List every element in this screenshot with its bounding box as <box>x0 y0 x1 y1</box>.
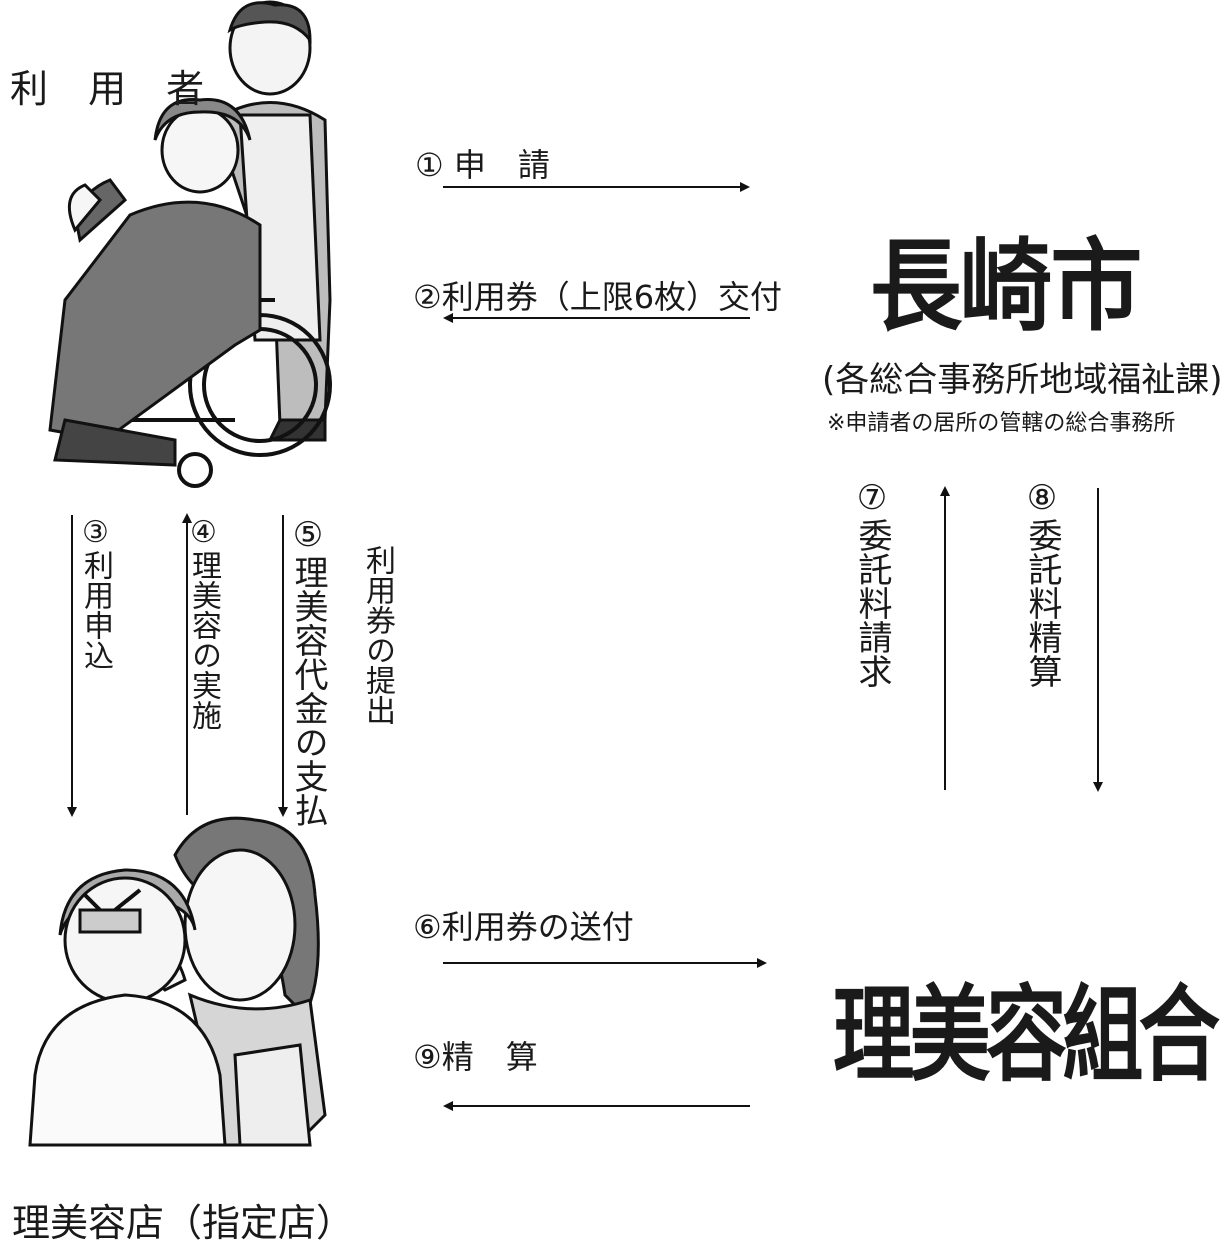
user-label: 利 用 者 <box>10 67 219 111</box>
step-8-label: ⑧委託料精算 <box>1022 478 1062 688</box>
city-label: 長崎市 <box>870 228 1142 345</box>
step-9-label: ⑨精 算 <box>413 1038 538 1076</box>
step-2-label: ②利用券（上限6枚）交付 <box>413 278 783 316</box>
city-department-label: (各総合事務所地域福祉課) <box>822 360 1223 400</box>
step-5-note: 利用券の提出 <box>360 545 395 725</box>
hairdresser-cutting-hair-illustration <box>28 816 327 1147</box>
wheelchair-user-with-caregiver-illustration <box>48 0 332 488</box>
step-3-label: ③利用申込 <box>78 515 113 670</box>
step-5-label: ⑤理美容代金の支払 <box>288 515 328 827</box>
city-note: ※申請者の居所の管轄の総合事務所 <box>827 411 1176 436</box>
barber-shop-label: 理美容店（指定店） <box>12 1201 355 1245</box>
barber-union-label: 理美容組合 <box>833 974 1220 1096</box>
step-4-label: ④理美容の実施 <box>186 515 221 730</box>
step-7-label: ⑦委託料請求 <box>852 478 892 688</box>
step-1-label: ① 申 請 <box>415 146 550 184</box>
step-6-label: ⑥利用券の送付 <box>413 908 634 946</box>
